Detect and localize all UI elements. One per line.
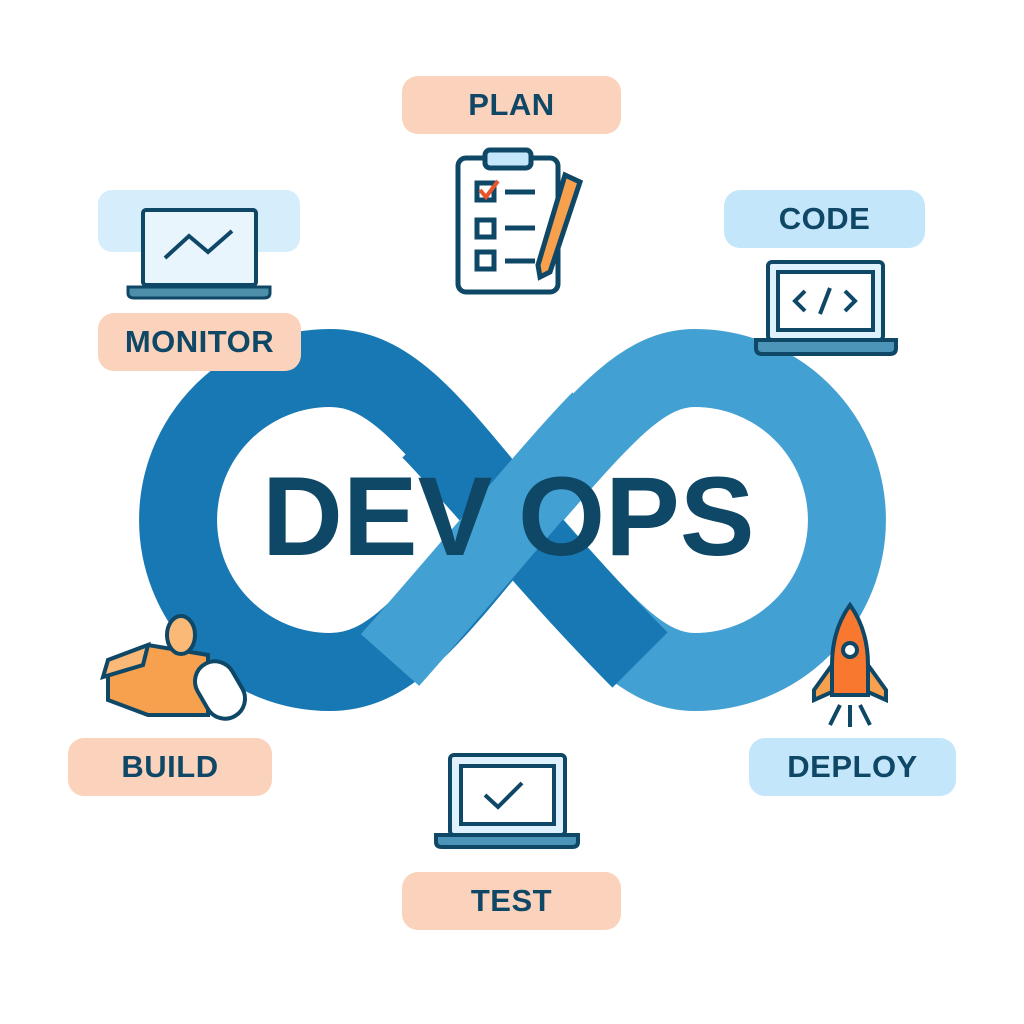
laptop-check-icon — [434, 753, 580, 849]
clipboard-checklist-icon — [455, 147, 584, 295]
title-dev: DEV — [262, 454, 492, 579]
box-tools-icon — [100, 614, 247, 721]
stage-label-code: CODE — [724, 190, 925, 248]
stage-label-build: BUILD — [68, 738, 272, 796]
stage-label-plan: PLAN — [402, 76, 621, 134]
loop-cross-light — [360, 392, 628, 686]
title-ops: OPS — [518, 454, 755, 579]
laptop-code-icon — [754, 260, 898, 356]
loop-left — [139, 328, 543, 712]
rocket-icon — [812, 601, 888, 727]
stage-label-deploy: DEPLOY — [749, 738, 956, 796]
infinity-loop — [139, 328, 886, 712]
laptop-chart-icon — [98, 190, 300, 300]
loop-right — [482, 328, 886, 712]
stage-label-monitor: MONITOR — [98, 313, 301, 371]
stage-label-test: TEST — [402, 872, 621, 930]
